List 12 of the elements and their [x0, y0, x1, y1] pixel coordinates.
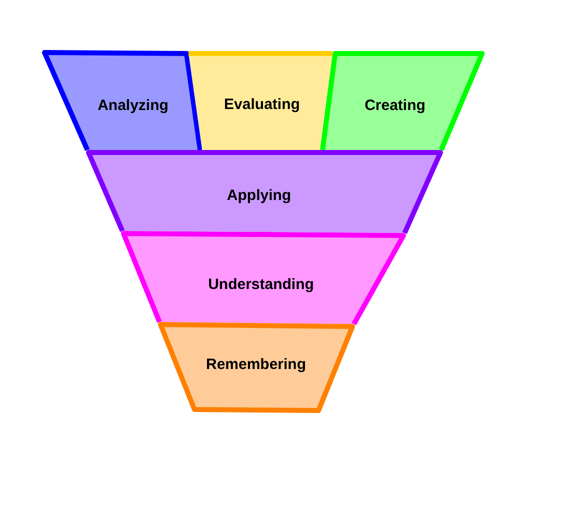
funnel-level — [86, 150, 442, 235]
level-label: Analyzing — [98, 97, 168, 115]
funnel-level — [42, 50, 202, 152]
level-label: Understanding — [208, 276, 314, 294]
funnel-level — [158, 322, 354, 412]
level-label: Creating — [364, 97, 426, 115]
level-label: Remembering — [206, 356, 306, 374]
level-label: Evaluating — [224, 96, 300, 114]
funnel-level — [186, 50, 335, 150]
level-label: Applying — [226, 187, 292, 205]
funnel-level — [320, 50, 484, 152]
funnel-level — [120, 230, 406, 326]
